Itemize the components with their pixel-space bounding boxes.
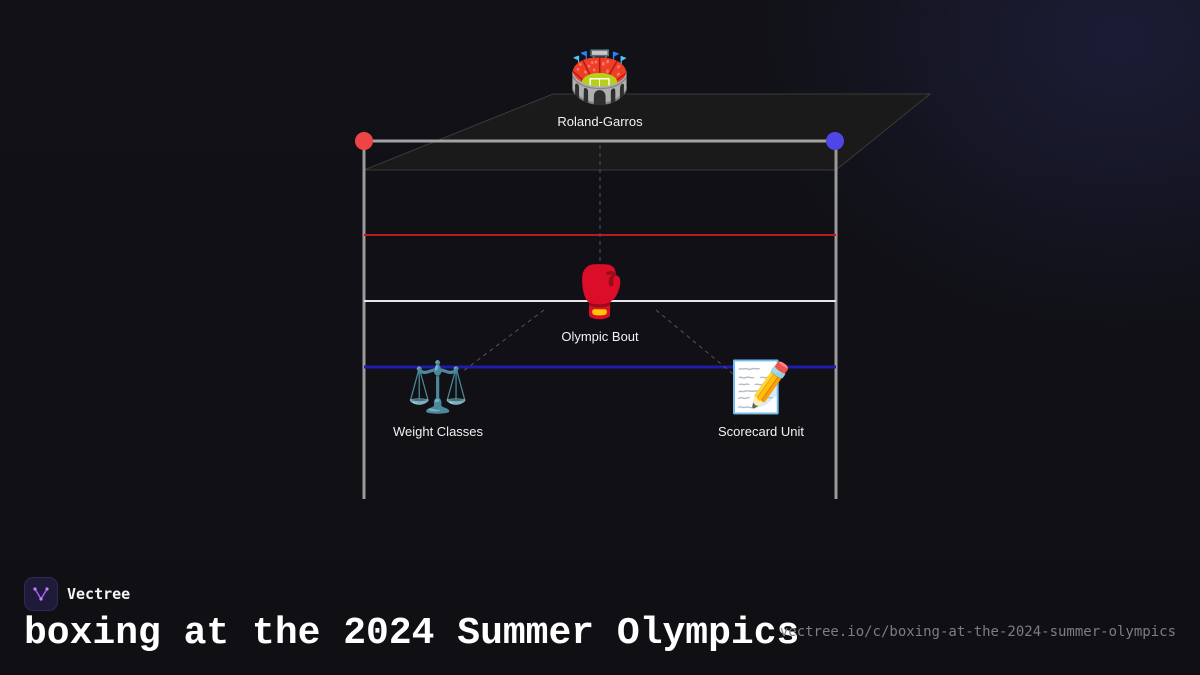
node-weight-classes[interactable]: ⚖️ Weight Classes bbox=[348, 358, 528, 439]
connector-center-right bbox=[655, 309, 739, 379]
blue-corner bbox=[826, 132, 844, 150]
ring-floor bbox=[363, 93, 932, 171]
node-olympic-bout[interactable]: 🥊 Olympic Bout bbox=[510, 263, 690, 344]
vectree-logo-icon bbox=[24, 577, 58, 611]
page-title: boxing at the 2024 Summer Olympics bbox=[24, 612, 800, 655]
node-scorecard-unit[interactable]: 📝 Scorecard Unit bbox=[671, 358, 851, 439]
brand[interactable]: Vectree bbox=[24, 577, 130, 611]
node-label: Roland-Garros bbox=[557, 114, 643, 129]
boxing-glove-icon: 🥊 bbox=[568, 263, 632, 321]
node-label: Olympic Bout bbox=[561, 329, 639, 344]
balance-scale-icon: ⚖️ bbox=[406, 358, 470, 416]
memo-icon: 📝 bbox=[729, 358, 793, 416]
node-label: Scorecard Unit bbox=[718, 424, 804, 439]
brand-name: Vectree bbox=[67, 585, 131, 603]
node-roland-garros[interactable]: 🏟️ Roland-Garros bbox=[510, 48, 690, 129]
node-label: Weight Classes bbox=[392, 424, 484, 439]
stadium-icon: 🏟️ bbox=[568, 48, 632, 106]
red-corner bbox=[355, 132, 373, 150]
page-url[interactable]: vectree.io/c/boxing-at-the-2024-summer-o… bbox=[779, 624, 1176, 640]
connector-center-left bbox=[461, 309, 545, 373]
